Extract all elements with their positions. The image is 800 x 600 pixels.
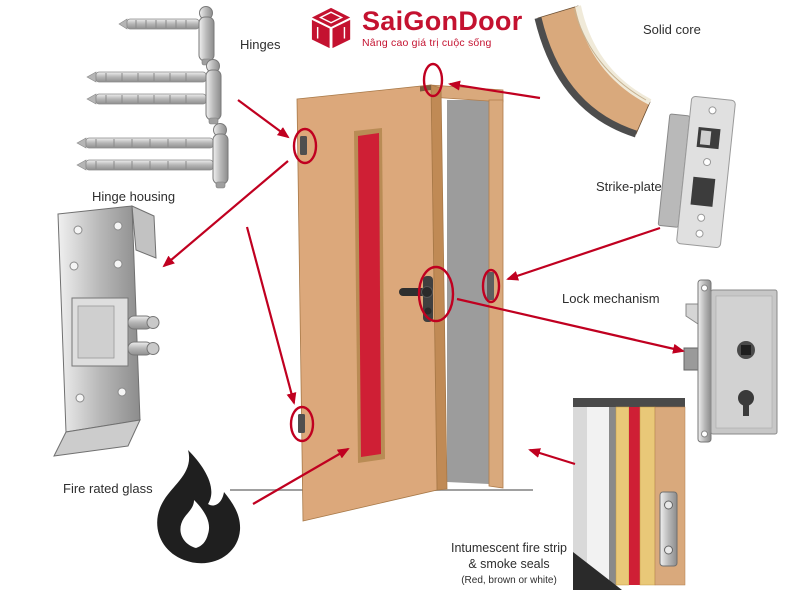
intumescent-label-line2: & smoke seals xyxy=(468,557,550,572)
strike-plate-location xyxy=(487,272,494,300)
solid-core-illustration xyxy=(534,5,652,138)
hinge-housing-illustration xyxy=(53,205,160,457)
arrow-hinges xyxy=(237,99,290,139)
flame-icon xyxy=(157,450,241,564)
hinge-housing-label: Hinge housing xyxy=(92,189,176,204)
intumescent-label-note: (Red, brown or white) xyxy=(461,574,557,586)
strike-plate-illustration xyxy=(657,96,736,248)
annotation-arrows xyxy=(162,80,685,505)
arrow-lock-mechanism xyxy=(456,297,685,354)
door-frame-jamb xyxy=(488,99,504,489)
arrow-fire-glass xyxy=(252,447,350,505)
door-hinge-bottom xyxy=(298,414,305,433)
fire-glass-panel xyxy=(358,133,381,457)
highlight-circles xyxy=(289,62,501,443)
intumescent-label: Intumescent fire strip & smoke seals (Re… xyxy=(428,540,590,587)
hinges-label: Hinges xyxy=(240,37,281,52)
logo-title: SaiGonDoor xyxy=(362,5,523,36)
hinges-illustration xyxy=(76,6,229,189)
lock-mechanism-label: Lock mechanism xyxy=(562,291,660,306)
arrow-strike-plate xyxy=(506,226,661,281)
lock-mechanism-illustration xyxy=(683,279,778,443)
arrow-bottom-hinge xyxy=(245,226,297,405)
intumescent-label-line1: Intumescent fire strip xyxy=(450,541,567,555)
top-hinge-highlight xyxy=(292,127,318,165)
saigondoor-logo-icon xyxy=(311,7,351,49)
doorway-panel xyxy=(447,100,489,484)
door-hinge-top xyxy=(300,136,307,155)
bottom-hinge-highlight xyxy=(289,405,315,443)
fire-rated-glass-label: Fire rated glass xyxy=(63,481,153,496)
solid-core-label: Solid core xyxy=(643,22,701,37)
door-assembly xyxy=(230,84,533,522)
strike-location-highlight xyxy=(481,268,501,304)
intumescent-strip-illustration xyxy=(573,398,686,590)
arrow-solid-core xyxy=(448,80,541,100)
strike-plate-label: Strike-plate xyxy=(596,179,662,194)
logo-text: SaiGonDoor Nâng cao giá trị cuộc sống xyxy=(362,5,523,50)
handle-highlight xyxy=(417,265,455,323)
arrow-intumescent xyxy=(528,448,576,466)
arrow-hinge-housing xyxy=(162,160,289,268)
door-top-edge-highlight xyxy=(422,62,444,98)
logo-tagline: Nâng cao giá trị cuộc sống xyxy=(362,37,492,50)
saigondoor-logo: SaiGonDoor Nâng cao giá trị cuộc sống xyxy=(310,5,523,51)
